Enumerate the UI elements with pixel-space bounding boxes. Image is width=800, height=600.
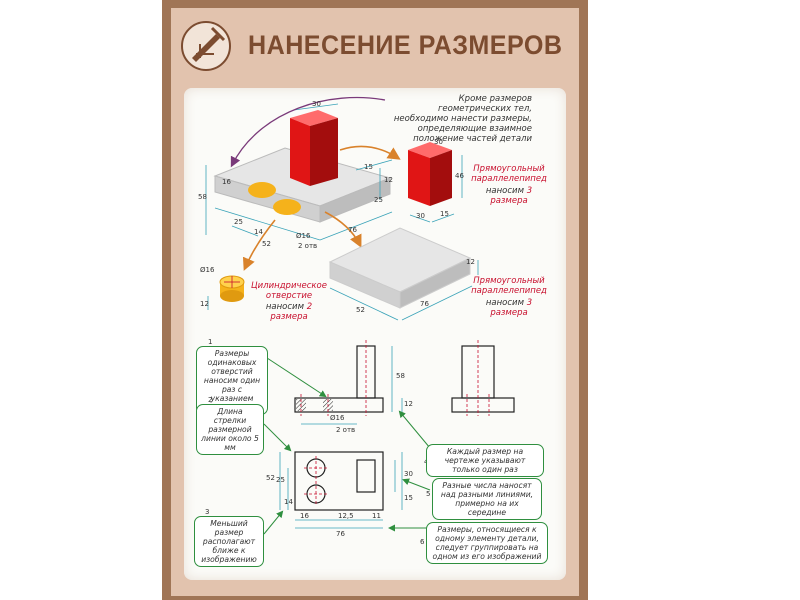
dim-label: 15 [404,494,413,502]
side-view [451,345,515,413]
note-3: Меньший размер располагают ближе к изобр… [194,516,264,567]
block-1-label: Прямоугольный параллелепипед [471,164,547,184]
dim-label: 2 отв [336,426,356,434]
front-view [294,345,384,413]
dim-label: 52 [266,474,275,482]
dim-label: 25 [234,218,243,226]
dim-label: 14 [254,228,263,236]
dim-label: 30 [416,212,425,220]
top-view [294,451,384,511]
dim-label: 2 отв [298,242,318,250]
block-1-count: наносим 3 размера [485,186,533,206]
block-2-count: наносим 3 размера [485,298,533,318]
grey-plate [328,227,479,321]
red-block [408,142,463,223]
intro-text: Кроме размеров геометрических тел, необх… [393,94,532,144]
dim-label: Ø16 [296,232,311,240]
note-2: Длина стрелки размерной линии около 5 мм [196,404,264,455]
dim-label: 12 [200,300,209,308]
hole-label: Цилиндрическое отверстие [251,281,327,301]
block-2-label: Прямоугольный параллелепипед [471,276,547,296]
dim-label: 11 [372,512,381,520]
dim-label: 15 [364,163,373,171]
dim-label: 76 [420,300,429,308]
top-center-lines [304,456,328,506]
hole-count: наносим 2 размера [265,302,313,322]
dim-label: 25 [374,196,383,204]
dim-label: 15 [440,210,449,218]
dim-label: 16 [222,178,231,186]
isometric-part [213,110,392,223]
dim-label: 52 [262,240,271,248]
dim-label: 12 [466,258,475,266]
dim-label: 52 [356,306,365,314]
iso-dimension-lines [205,103,393,241]
ortho-dimension-lines [279,346,403,529]
note-leaders [263,355,431,535]
note-3-number: 3 [205,508,210,516]
dim-label: 30 [434,138,443,146]
page-title: НАНЕСЕНИЕ РАЗМЕРОВ [248,30,563,60]
note-2-number: 2 [208,396,213,404]
note-5: Разные числа наносят над разными линиями… [432,478,542,520]
dim-label: 12 [384,176,393,184]
note-5-number: 5 [426,490,431,498]
dim-label: 58 [396,372,405,380]
front-view-hatches [296,399,333,411]
dim-label: 12,5 [338,512,354,520]
dim-label: Ø16 [330,414,345,422]
drafting-tools-logo-icon [181,21,231,71]
side-center-lines [466,340,490,416]
dim-label: 14 [284,498,293,506]
dim-label: 76 [348,226,357,234]
dim-label: 25 [276,476,285,484]
dim-label: 76 [336,530,345,538]
note-6: Размеры, относящиеся к одному элементу д… [426,522,548,564]
dim-label: 58 [198,193,207,201]
front-center-lines [300,340,367,416]
note-1-number: 1 [208,338,213,346]
yellow-cylinder [207,275,245,310]
dim-label: 46 [455,172,464,180]
dim-label: 30 [312,100,321,108]
dim-label: Ø16 [200,266,215,274]
note-4: Каждый размер на чертеже указывают тольк… [426,444,544,477]
note-6-number: 6 [420,538,425,546]
dim-label: 12 [404,400,413,408]
dim-label: 16 [300,512,309,520]
dim-label: 30 [404,470,413,478]
